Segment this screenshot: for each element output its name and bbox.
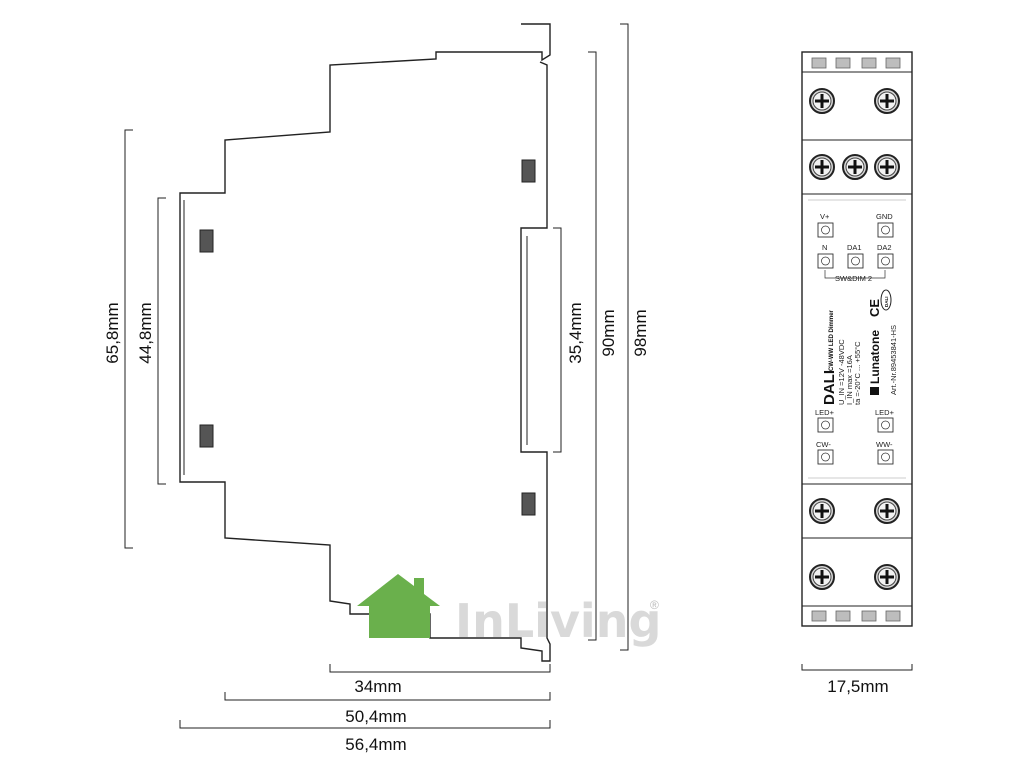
screw-icon: [874, 88, 900, 114]
dim-label-98: 98mm: [631, 309, 650, 356]
dim-line-50-4: [224, 692, 551, 701]
label-sw-dim: SW&DIM 2: [835, 274, 872, 283]
dim-line-35-4: [553, 227, 562, 453]
lunatone-logo-icon: [870, 387, 879, 395]
product-name: DALI: [821, 370, 838, 405]
slot-left-bottom: [199, 424, 214, 448]
label-led-plus-left: LED+: [815, 408, 835, 417]
screw-icon: [809, 498, 835, 524]
connector-boxes: [817, 222, 894, 465]
label-cw: CW-: [816, 440, 831, 449]
vertical-dimensions: [124, 23, 629, 651]
dali-logo-icon: DALI: [880, 289, 892, 311]
dim-label-34: 34mm: [354, 677, 401, 696]
screw-icon: [809, 88, 835, 114]
screw-icon: [874, 498, 900, 524]
dim-label-44-8: 44,8mm: [136, 302, 155, 363]
label-led-plus-right: LED+: [875, 408, 895, 417]
product-subtitle: CW-WW LED Dimmer: [829, 309, 835, 371]
profile-outline: [179, 23, 551, 662]
screw-icon: [809, 564, 835, 590]
screw-icon: [842, 154, 868, 180]
spec-voltage: U_IN =12V -48VDC: [837, 339, 846, 405]
label-da2: DA2: [877, 243, 892, 252]
side-profile: [179, 23, 551, 662]
product-label-block: DALI CW-WW LED Dimmer U_IN =12V -48VDC I…: [821, 309, 862, 405]
dim-line-98: [620, 23, 629, 651]
connector-holes: [821, 225, 890, 462]
watermark-text: InLiving: [455, 594, 661, 648]
slot-right-top: [521, 159, 536, 183]
article-number: Art.-Nr.89453841-HS: [889, 325, 898, 395]
label-ww: WW-: [876, 440, 893, 449]
screw-icon: [874, 564, 900, 590]
dim-label-17-5: 17,5mm: [827, 677, 888, 696]
dim-label-90: 90mm: [599, 309, 618, 356]
dim-line-34: [329, 664, 551, 673]
dim-label-50-4: 50,4mm: [345, 707, 406, 726]
ce-mark: CE: [867, 299, 882, 317]
dim-line-90: [588, 51, 597, 641]
dim-label-35-4: 35,4mm: [566, 302, 585, 363]
article-block: Art.-Nr.89453841-HS: [889, 325, 898, 395]
section-dividers: [802, 71, 912, 607]
dim-label-56-4: 56,4mm: [345, 735, 406, 754]
horizontal-dimensions: [179, 664, 913, 729]
brand-block: Lunatone CE: [867, 299, 882, 395]
profile-slots: [199, 159, 536, 516]
spec-current: I_IN max =16A: [845, 355, 854, 405]
screw-icon: [874, 154, 900, 180]
dim-line-17-5: [801, 664, 913, 671]
watermark-registered: ®: [650, 598, 659, 612]
dim-line-44-8: [157, 197, 166, 485]
terminal-screws: [809, 88, 900, 590]
label-da1: DA1: [847, 243, 862, 252]
dim-label-65-8: 65,8mm: [103, 302, 122, 363]
label-n: N: [822, 243, 827, 252]
inliving-watermark: InLiving ®: [357, 574, 661, 648]
label-gnd: GND: [876, 212, 893, 221]
front-body: [801, 51, 913, 627]
dim-line-56-4: [179, 720, 551, 729]
spec-temp: ta =-20°C ... +55°C: [853, 341, 862, 405]
dali-logo-text: DALI: [884, 297, 889, 308]
slot-left-top: [199, 229, 214, 253]
brand-name: Lunatone: [868, 330, 882, 384]
label-v-plus: V+: [820, 212, 830, 221]
bottom-tabs: [811, 610, 901, 622]
top-tabs: [811, 57, 901, 69]
front-view: V+ GND N DA1 DA2 SW&DIM 2 LED+ LED+ CW- …: [801, 51, 913, 627]
slot-right-bottom: [521, 492, 536, 516]
house-icon: [357, 574, 440, 638]
dim-line-65-8: [124, 129, 133, 549]
screw-icon: [809, 154, 835, 180]
